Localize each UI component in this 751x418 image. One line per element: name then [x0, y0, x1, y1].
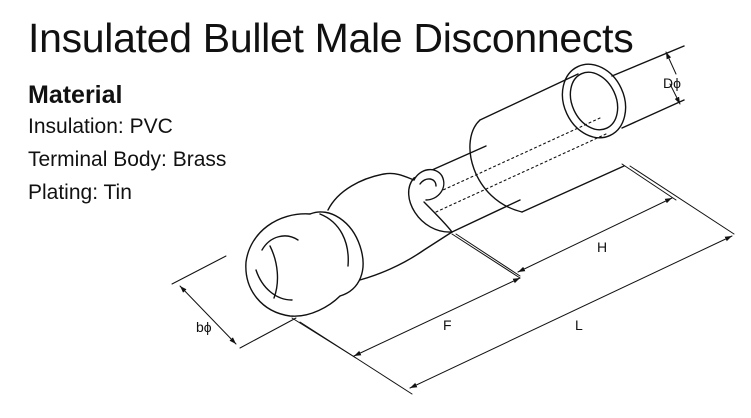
label-l: L: [575, 317, 583, 333]
label-h: H: [597, 239, 607, 255]
page-title: Insulated Bullet Male Disconnects: [28, 15, 634, 61]
dimension-l: [299, 165, 735, 395]
spec-insulation: Insulation: PVC: [28, 115, 173, 138]
insulation-sleeve: [469, 45, 685, 213]
material-heading: Material: [28, 81, 123, 109]
label-f: F: [443, 317, 452, 333]
spec-terminal-body: Terminal Body: Brass: [28, 148, 227, 171]
bullet-nose: [245, 211, 364, 317]
label-d-phi: Dϕ: [663, 75, 681, 91]
insulated-neck: [408, 117, 607, 233]
label-b-phi: bϕ: [196, 319, 212, 335]
dimension-d-phi: [665, 51, 681, 105]
dimension-b-phi: [171, 255, 297, 349]
spec-plating: Plating: Tin: [28, 181, 132, 204]
